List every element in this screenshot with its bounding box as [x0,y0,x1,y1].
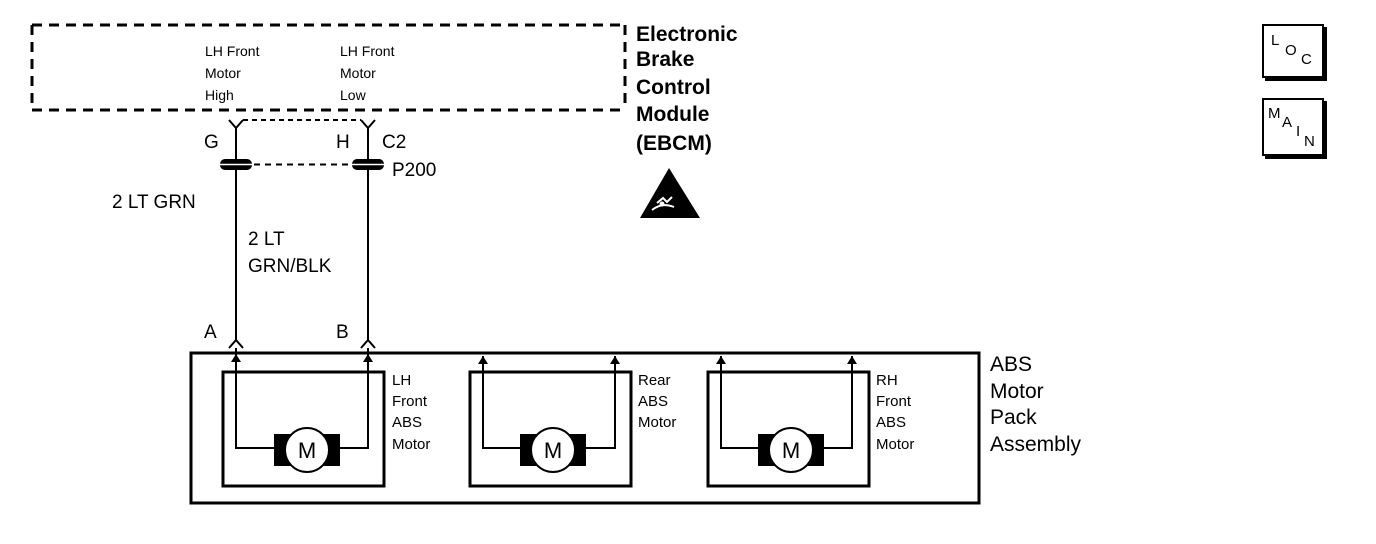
pin-h-terminal [360,119,376,130]
main-char-a: A [1282,114,1293,131]
rh-front-abs-motor: M [706,356,871,488]
pin-g-label: G [204,132,219,153]
pin-a-label: A [204,322,217,343]
lh-front-motor-label: LH Front ABS Motor [392,372,431,453]
pin-a-terminal [228,338,244,349]
motor-symbol: M [298,438,316,463]
rh-front-motor-label: RH Front ABS Motor [876,372,915,453]
pin-g-terminal [228,119,244,130]
loc-button[interactable]: L O C [1262,24,1324,78]
lh-front-abs-motor: M [221,348,386,488]
pin-b-label: B [336,322,349,343]
pin-g-function-label: LH Front Motor High [205,43,263,103]
wire-right-label: 2 LT GRN/BLK [248,229,332,277]
abs-motor-pack-assembly [189,351,981,505]
rear-motor-label: Rear ABS Motor [638,372,676,431]
loc-char-c: C [1301,51,1312,68]
assembly-name: ABS Motor Pack Assembly [990,353,1082,456]
main-char-m: M [1268,105,1281,122]
ebcm-name: Electronic Brake Control Module (EBCM) [636,23,743,155]
main-char-i: I [1296,123,1301,140]
pin-h-label: H [336,132,350,153]
pin-b-terminal [360,338,376,349]
ebcm-module [30,23,627,112]
esd-warning-triangle-icon [640,168,700,218]
motor-symbol: M [782,438,800,463]
main-char-n: N [1304,133,1315,150]
p200-label: P200 [392,160,436,181]
pin-h-function-label: LH Front Motor Low [340,43,398,103]
p200-inline-connector [220,159,384,170]
main-button[interactable]: M A I N [1262,98,1324,156]
loc-char-o: O [1285,42,1297,59]
wire-left-label: 2 LT GRN [112,192,196,213]
c2-connector-label: C2 [382,132,406,153]
motor-symbol: M [544,438,562,463]
rear-abs-motor: M [468,356,633,488]
loc-char-l: L [1271,32,1280,49]
